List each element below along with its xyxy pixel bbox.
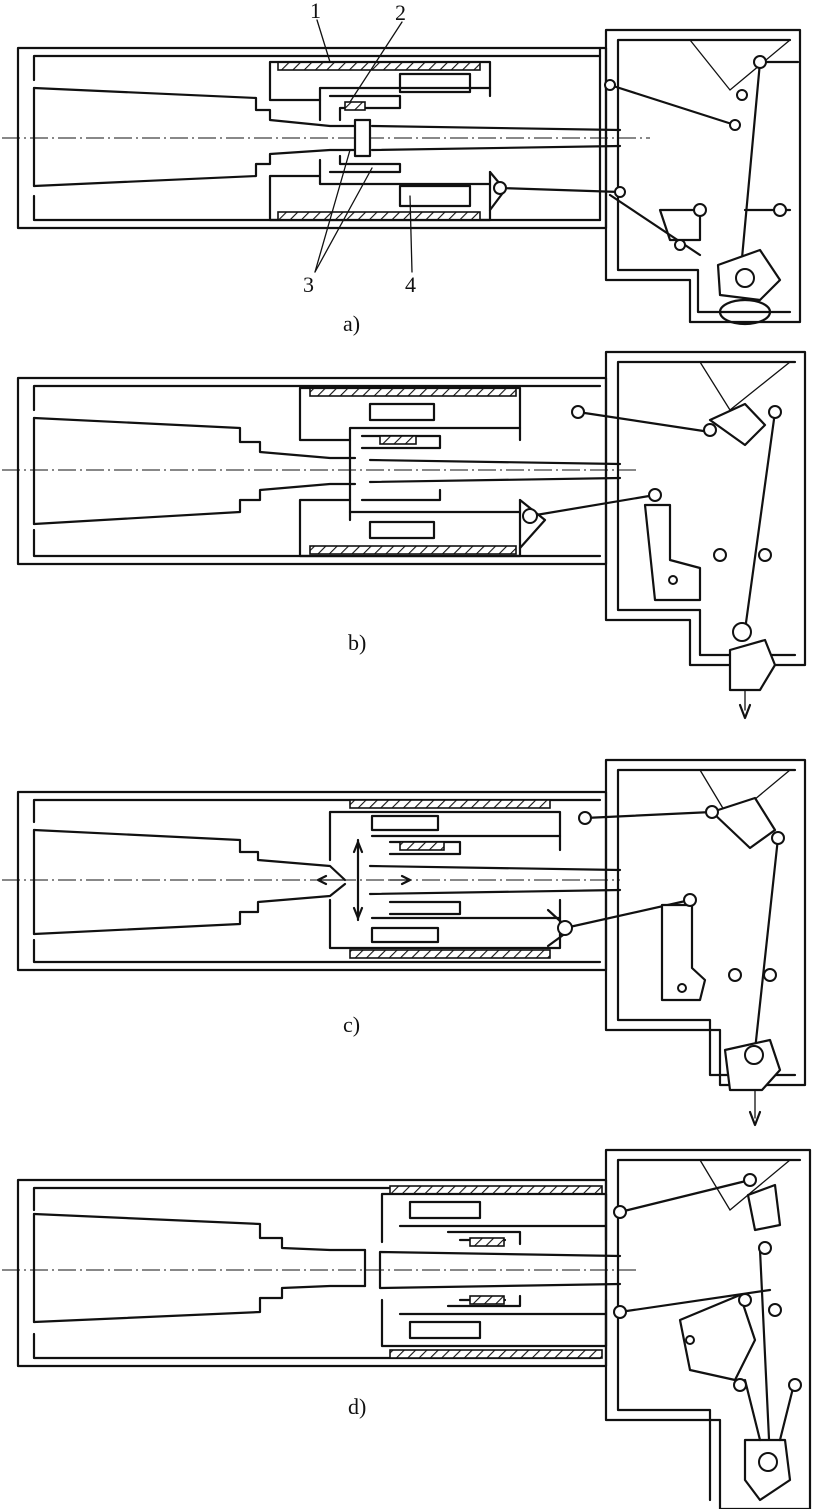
moving-contact [353, 118, 622, 158]
callout-leaders [314, 19, 413, 273]
panel-caption-c: c) [343, 1012, 360, 1037]
callout-4: 4 [405, 272, 416, 297]
panel-caption-a: a) [343, 311, 360, 336]
mechanism-a [493, 28, 802, 326]
callout-3: 3 [303, 272, 314, 297]
cylinder-lower [268, 154, 507, 222]
panel-b: b) [2, 350, 807, 720]
panel-caption-d: d) [348, 1394, 366, 1419]
panel-c: c) [2, 758, 807, 1127]
callout-2: 2 [395, 0, 406, 25]
nozzle [32, 86, 357, 188]
callout-1: 1 [310, 0, 321, 23]
panel-d: d) [2, 1148, 812, 1509]
cylinder-upper [268, 60, 492, 122]
panel-a: 1 2 3 4 a) [2, 0, 802, 336]
panel-caption-b: b) [348, 630, 366, 655]
